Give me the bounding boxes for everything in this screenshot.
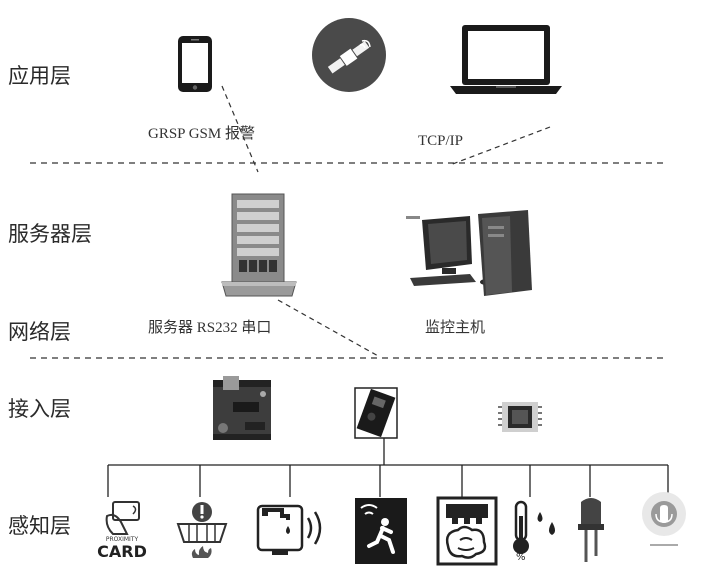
- led-indicator-icon: [578, 498, 604, 562]
- wireless-module-icon: [354, 387, 398, 439]
- water-leak-sensor-icon: [256, 504, 322, 555]
- proximity-card-caption-card: CARD: [97, 542, 147, 561]
- link-tcpip-to-server: [449, 126, 551, 166]
- layer-label-access: 接入层: [8, 397, 71, 421]
- microcontroller-chip-icon: [498, 402, 542, 432]
- smoke-detector-icon: [436, 496, 498, 566]
- server-rack-icon: [221, 193, 297, 297]
- link-server-to-access: [277, 299, 381, 358]
- layer-label-perception: 感知层: [8, 514, 71, 538]
- layer-label-network: 网络层: [8, 320, 71, 344]
- desktop-computer-icon: [406, 210, 532, 296]
- proximity-card-sensor: PROXIMITY CARD: [97, 498, 147, 566]
- caption-tcpip: TCP/IP: [418, 133, 464, 149]
- svg-text:%: %: [516, 552, 526, 562]
- caption-server-rs232: 服务器 RS232 串口: [148, 320, 272, 336]
- satellite-icon: [312, 18, 386, 92]
- temperature-humidity-sensor-icon: %: [513, 500, 555, 562]
- caption-grsp-gsm-alarm: GRSP GSM 报警: [148, 126, 255, 142]
- weight-alarm-sensor-icon: [176, 502, 228, 558]
- link-phone-to-server: [221, 85, 259, 173]
- laptop-icon: [450, 25, 562, 94]
- layer-label-application: 应用层: [8, 64, 71, 88]
- sound-sensor-icon: [642, 492, 686, 546]
- motion-detector-icon: [355, 498, 407, 564]
- arduino-board-icon: [213, 376, 271, 440]
- proximity-card-icon: [105, 501, 140, 535]
- caption-monitor-host: 监控主机: [425, 320, 486, 336]
- smartphone-icon: [178, 36, 212, 92]
- layer-label-server: 服务器层: [8, 222, 92, 246]
- proximity-card-caption-small: PROXIMITY: [105, 536, 139, 543]
